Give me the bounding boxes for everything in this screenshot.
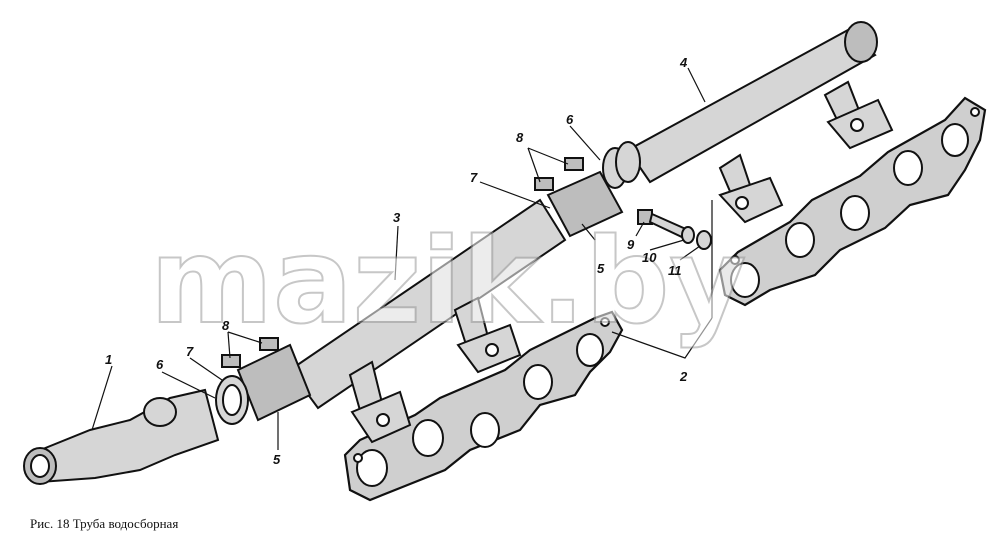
pipe-4 (626, 21, 894, 224)
washer-11 (696, 230, 712, 250)
callout-10: 10 (642, 250, 657, 265)
callout-3: 3 (393, 210, 401, 225)
callout-7-lower: 7 (186, 344, 194, 359)
callout-1: 1 (105, 352, 112, 367)
callout-2: 2 (679, 369, 688, 384)
callout-9: 9 (627, 237, 635, 252)
callout-4: 4 (679, 55, 688, 70)
callout-11: 11 (668, 263, 682, 278)
gasket-far (718, 96, 987, 307)
callout-5-upper: 5 (597, 261, 605, 276)
watermark-text: mazik.by (150, 212, 746, 350)
leader-lines (91, 67, 713, 450)
elbow-pipe-1 (23, 388, 220, 485)
callout-5-lower: 5 (273, 452, 281, 467)
washer-10 (681, 226, 695, 244)
callout-8-upper: 8 (516, 130, 524, 145)
callout-7-upper: 7 (470, 170, 478, 185)
pipe-3 (288, 198, 567, 444)
figure-caption: Рис. 18 Труба водосборная (30, 516, 179, 531)
callout-8-lower: 8 (222, 318, 230, 333)
callout-6-upper: 6 (566, 112, 574, 127)
gasket-near (343, 310, 624, 502)
coupling-lower (215, 337, 312, 425)
callout-6-lower: 6 (156, 357, 164, 372)
